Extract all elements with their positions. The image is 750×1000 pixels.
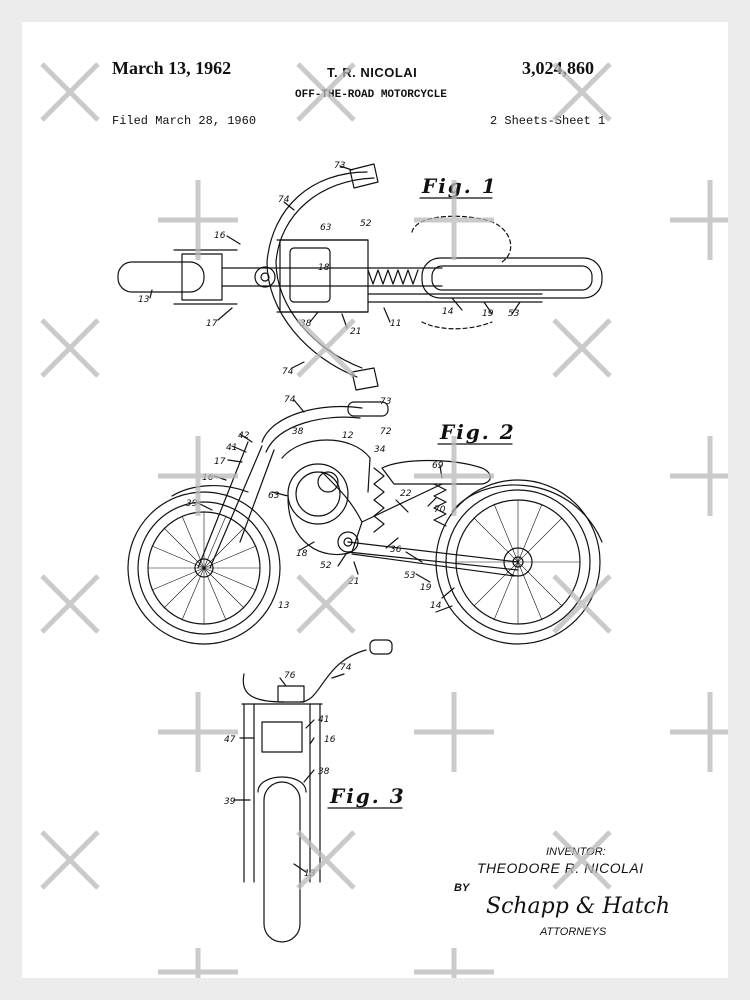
ref-21b: 21	[348, 577, 359, 587]
fig1-top-view	[117, 163, 603, 391]
ref-13: 13	[138, 295, 150, 305]
inventor-label: INVENTOR:	[546, 846, 606, 858]
ref-52: 52	[360, 219, 372, 229]
patent-number: 3,024,860	[522, 58, 594, 78]
ref-76: 76	[284, 671, 296, 681]
sheet-count: 2 Sheets-Sheet 1	[490, 114, 606, 128]
ref-14: 14	[442, 307, 454, 317]
ref-38: 38	[300, 319, 312, 329]
ref-74d: 74	[340, 663, 352, 673]
patent-title: OFF-THE-ROAD MOTORCYCLE	[295, 89, 447, 101]
ref-13b: 13	[278, 601, 290, 611]
inventor-name: T. R. NICOLAI	[327, 65, 418, 80]
ref-63: 63	[320, 223, 332, 233]
attorneys-label: ATTORNEYS	[540, 926, 607, 938]
ref-14b: 14	[430, 601, 442, 611]
patent-drawing: 73 74 16 63 52 18 13 17 38 21 11 14 19 5…	[117, 161, 603, 943]
fig-3-label: Fig. 3	[330, 784, 406, 808]
ref-11: 11	[390, 319, 401, 329]
ref-63b: 63	[268, 491, 280, 501]
by-label: BY	[454, 882, 470, 894]
ref-16c: 16	[324, 735, 336, 745]
ref-69: 69	[432, 461, 444, 471]
ref-53b: 53	[404, 571, 416, 581]
attorney-signature: Schapp & Hatch	[486, 894, 671, 919]
ref-36: 36	[390, 545, 402, 555]
fig2-side-view	[127, 399, 603, 645]
ref-52b: 52	[320, 561, 332, 571]
patent-sheet: 73 74 16 63 52 18 13 17 38 21 11 14 19 5…	[22, 22, 728, 978]
ref-42: 42	[238, 431, 250, 441]
ref-16b: 16	[202, 473, 214, 483]
ref-53: 53	[508, 309, 520, 319]
ref-21: 21	[350, 327, 361, 337]
ref-47: 47	[224, 735, 236, 745]
ref-17: 17	[206, 319, 218, 329]
ref-38c: 38	[318, 767, 330, 777]
ref-39: 39	[186, 499, 198, 509]
ref-13c: 13	[304, 869, 316, 879]
ref-19: 19	[482, 309, 494, 319]
inventor-full-name: THEODORE R. NICOLAI	[477, 860, 644, 876]
patent-date: March 13, 1962	[112, 58, 232, 78]
ref-16: 16	[214, 231, 226, 241]
ref-38b: 38	[292, 427, 304, 437]
ref-41b: 41	[318, 715, 329, 725]
ref-41: 41	[226, 443, 237, 453]
ref-72: 72	[380, 427, 392, 437]
ref-74b: 74	[282, 367, 294, 377]
ref-70: 70	[434, 505, 446, 515]
ref-18b: 18	[296, 549, 308, 559]
ref-39b: 39	[224, 797, 236, 807]
ref-73b: 73	[380, 397, 392, 407]
ref-17b: 17	[214, 457, 226, 467]
ref-18: 18	[318, 263, 330, 273]
ref-19b: 19	[420, 583, 432, 593]
fig-1-label: Fig. 1	[422, 174, 498, 198]
ref-74c: 74	[284, 395, 296, 405]
reference-numerals: 73 74 16 63 52 18 13 17 38 21 11 14 19 5…	[138, 161, 520, 879]
ref-74: 74	[278, 195, 290, 205]
fig-2-label: Fig. 2	[440, 420, 516, 444]
filed-date: Filed March 28, 1960	[112, 114, 257, 128]
ref-22: 22	[400, 489, 412, 499]
ref-34: 34	[374, 445, 386, 455]
ref-73: 73	[334, 161, 346, 171]
ref-12: 12	[342, 431, 354, 441]
